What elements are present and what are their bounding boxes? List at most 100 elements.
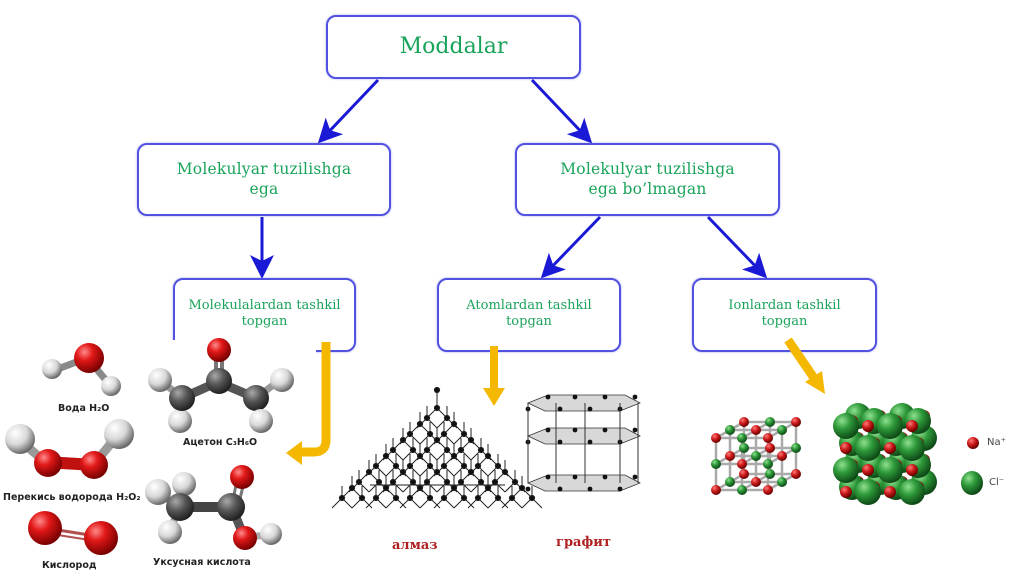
cl-ion bbox=[899, 435, 925, 461]
legend-cl-label: Cl⁻ bbox=[989, 477, 1005, 488]
diamond-atom bbox=[355, 478, 363, 486]
diamond-atom bbox=[518, 484, 526, 492]
diamond-atom bbox=[426, 430, 434, 438]
acetone-label: Ацетон C₃H₆O bbox=[183, 437, 258, 448]
diamond-atom bbox=[423, 414, 431, 422]
cl-ion bbox=[751, 451, 761, 461]
node-from-molecules: Molekulalardan tashkil topgan bbox=[173, 278, 356, 352]
graphite-atom bbox=[602, 394, 608, 400]
graphite-sheet bbox=[526, 427, 641, 445]
graphite-atom bbox=[632, 474, 638, 480]
graphite-atom bbox=[602, 427, 608, 433]
cl-ion bbox=[765, 469, 775, 479]
cl-ion bbox=[777, 425, 787, 435]
diamond-atom bbox=[450, 484, 458, 492]
graphite-atom bbox=[572, 394, 578, 400]
na-ion bbox=[777, 451, 787, 461]
graphite-atom bbox=[545, 474, 551, 480]
diamond-atom bbox=[406, 494, 414, 502]
diamond-atom bbox=[443, 414, 451, 422]
node-from-atoms-line2: topgan bbox=[506, 314, 552, 330]
water-molecule bbox=[42, 343, 121, 396]
graphite-atom bbox=[617, 486, 623, 492]
na-ion bbox=[725, 451, 735, 461]
acetone-molecule bbox=[148, 338, 294, 433]
diamond-atom bbox=[443, 478, 451, 486]
diamond-atom bbox=[460, 494, 468, 502]
graphite-atom bbox=[572, 474, 578, 480]
diamond-atom bbox=[491, 478, 499, 486]
node-from-atoms: Atomlardan tashkil topgan bbox=[437, 278, 621, 352]
ion-legend bbox=[961, 437, 983, 495]
diamond-atom bbox=[399, 436, 407, 444]
graphite-atom bbox=[572, 427, 578, 433]
legend-na-swatch bbox=[967, 437, 979, 449]
image-overlap-mask bbox=[166, 340, 316, 360]
diamond-atom bbox=[494, 494, 502, 502]
diamond-atom bbox=[382, 484, 390, 492]
graphite-atom bbox=[545, 394, 551, 400]
diamond-atom bbox=[409, 478, 417, 486]
arrow-nonmolecular-to-ions bbox=[706, 215, 768, 279]
graphite-sheet bbox=[526, 474, 641, 492]
diamond-atom bbox=[433, 386, 441, 394]
cl-ion bbox=[711, 459, 721, 469]
graphite-atom bbox=[632, 427, 638, 433]
na-ion bbox=[763, 433, 773, 443]
na-ion bbox=[737, 459, 747, 469]
graphite-atom bbox=[632, 394, 638, 400]
na-ion bbox=[840, 486, 852, 498]
arrow-root-to-nonmolecular bbox=[530, 78, 593, 144]
arrow-nonmolecular-to-atoms bbox=[540, 215, 602, 279]
na-ion bbox=[791, 417, 801, 427]
diamond-atom bbox=[382, 452, 390, 460]
na-ion bbox=[739, 469, 749, 479]
pointer-arrow-ions bbox=[784, 337, 825, 394]
diamond-atom bbox=[494, 462, 502, 470]
na-ion bbox=[763, 485, 773, 495]
diamond-atom bbox=[450, 452, 458, 460]
oxygen-molecule bbox=[28, 511, 118, 555]
cl-ion bbox=[725, 477, 735, 487]
diamond-atom bbox=[443, 446, 451, 454]
oxygen-label: Кислород bbox=[42, 560, 97, 571]
cl-ion bbox=[737, 485, 747, 495]
cl-ion bbox=[737, 433, 747, 443]
node-from-ions-line1: Ionlardan tashkil bbox=[728, 298, 841, 313]
diamond-atom bbox=[392, 494, 400, 502]
graphite-atom bbox=[587, 406, 593, 412]
node-molecular-line2: ega bbox=[249, 179, 279, 198]
na-ion bbox=[862, 464, 874, 476]
graphite-atom bbox=[587, 486, 593, 492]
na-ion bbox=[791, 469, 801, 479]
diamond-atom bbox=[474, 494, 482, 502]
node-from-atoms-line1: Atomlardan tashkil bbox=[466, 298, 592, 313]
water-label: Вода H₂O bbox=[58, 403, 110, 414]
cl-ion bbox=[877, 413, 903, 439]
diamond-atom bbox=[423, 446, 431, 454]
node-root: Moddalar bbox=[326, 15, 581, 79]
na-ion bbox=[840, 442, 852, 454]
na-ion bbox=[711, 485, 721, 495]
diamond-atom bbox=[467, 468, 475, 476]
diamond-atom bbox=[358, 494, 366, 502]
cl-ion bbox=[855, 479, 881, 505]
arrow-root-to-molecular bbox=[317, 78, 380, 144]
graphite-atom bbox=[557, 406, 563, 412]
diamond-atom bbox=[423, 478, 431, 486]
nacl-ball-stick-lattice bbox=[711, 417, 801, 495]
legend-na-label: Na⁺ bbox=[987, 437, 1006, 448]
diamond-atom bbox=[440, 494, 448, 502]
graphite-atom bbox=[587, 439, 593, 445]
graphite-atom bbox=[557, 486, 563, 492]
diamond-atom bbox=[389, 446, 397, 454]
diamond-atom bbox=[416, 452, 424, 460]
diamond-atom bbox=[460, 462, 468, 470]
hydrogen-peroxide-molecule bbox=[5, 419, 134, 479]
na-ion bbox=[765, 443, 775, 453]
nacl-space-filling-lattice bbox=[833, 403, 937, 505]
graphite-atom bbox=[602, 474, 608, 480]
node-nonmolecular-line2: ega bo’lmagan bbox=[588, 179, 707, 198]
